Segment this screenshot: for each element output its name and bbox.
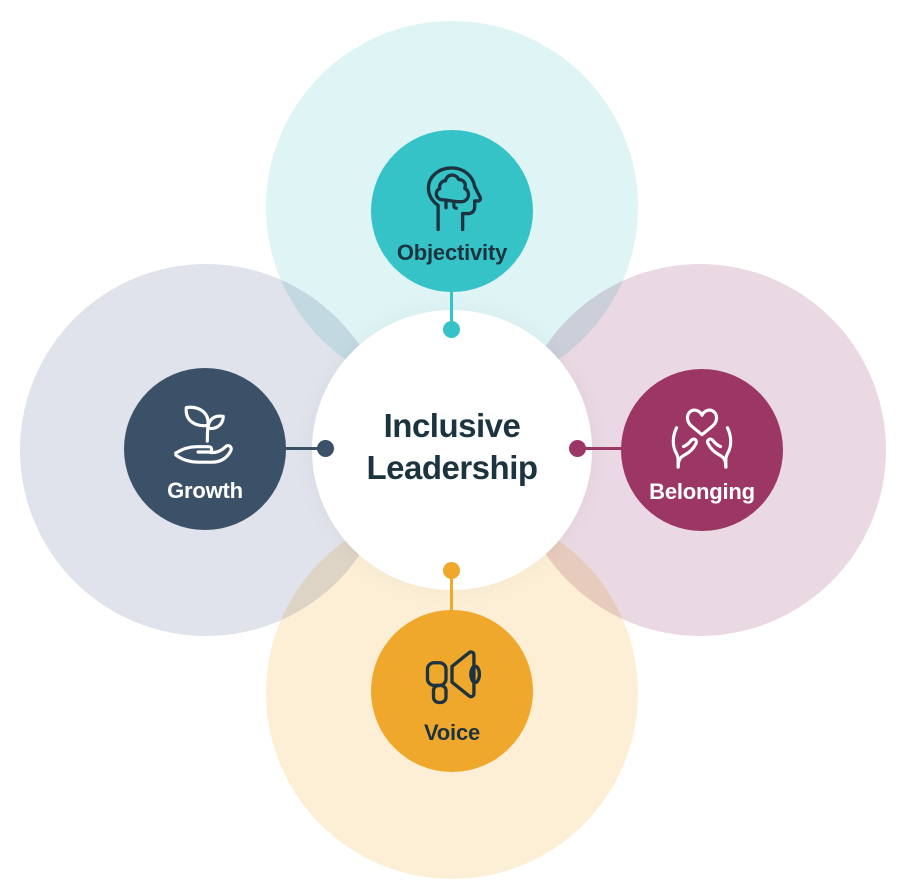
connector-dot-voice: [443, 562, 460, 579]
diagram-title: Inclusive Leadership: [302, 405, 602, 489]
node-growth: Growth: [124, 368, 286, 530]
node-label-objectivity: Objectivity: [396, 239, 508, 265]
megaphone-icon: [425, 649, 482, 704]
brain-head-icon: [426, 165, 483, 231]
sprout-hand-icon: [174, 405, 233, 464]
connector-voice: [450, 569, 453, 614]
title-line1: Inclusive: [383, 407, 521, 444]
node-voice: Voice: [371, 610, 533, 772]
node-label-voice: Voice: [423, 719, 481, 745]
connector-dot-growth: [317, 440, 334, 457]
connector-dot-objectivity: [443, 321, 460, 338]
node-label-belonging: Belonging: [649, 478, 755, 504]
node-belonging: Belonging: [621, 369, 783, 531]
connector-growth: [282, 447, 328, 450]
node-label-growth: Growth: [167, 477, 243, 503]
connector-belonging: [576, 447, 626, 450]
connector-objectivity: [450, 286, 453, 332]
hands-heart-icon: [671, 408, 733, 469]
node-objectivity: Objectivity: [371, 130, 533, 292]
title-line2: Leadership: [366, 449, 538, 486]
center-hub-circle: [312, 310, 592, 590]
connector-dot-belonging: [569, 440, 586, 457]
